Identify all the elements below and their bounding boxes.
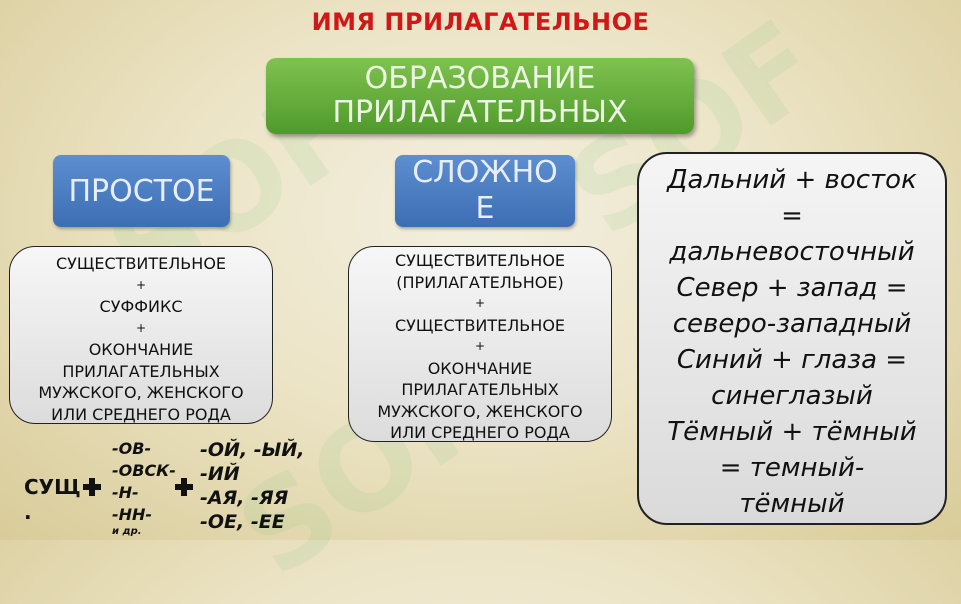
- suffix-item: -ОВСК-: [112, 461, 176, 480]
- rule-line: (ПРИЛАГАТЕЛЬНОЕ): [396, 272, 564, 292]
- header-line-1: ОБРАЗОВАНИЕ: [364, 61, 596, 96]
- rule-line: ИЛИ СРЕДНЕГО РОДА: [390, 423, 570, 442]
- suffix-note: и др.: [112, 526, 142, 537]
- rule-plus: +: [135, 277, 147, 292]
- header-box: ОБРАЗОВАНИЕ ПРИЛАГАТЕЛЬНЫХ: [266, 58, 694, 134]
- ending-item: -АЯ, -ЯЯ: [200, 487, 289, 509]
- example-line: тёмный: [739, 489, 845, 519]
- rule-line: СУЩЕСТВИТЕЛЬНОЕ: [394, 315, 566, 335]
- example-line: синеглазый: [711, 381, 873, 411]
- rule-line: ОКОНЧАНИЕ: [427, 358, 533, 378]
- rule-line: МУЖСКОГО, ЖЕНСКОГО: [377, 401, 583, 421]
- ending-item: -ОЙ, -ЫЙ,: [200, 439, 305, 461]
- complex-rule-box: СУЩЕСТВИТЕЛЬНОЕ (ПРИЛАГАТЕЛЬНОЕ) + СУЩЕС…: [348, 246, 612, 442]
- rule-line: СУФФИКС: [99, 297, 183, 316]
- example-line: северо-западный: [672, 309, 912, 339]
- suffix-item: -ОВ-: [112, 439, 152, 458]
- rule-line: СУЩЕСТВИТЕЛЬНОЕ: [394, 251, 566, 270]
- example-line: Синий + глаза =: [676, 345, 908, 375]
- simple-label: ПРОСТОЕ: [68, 173, 215, 209]
- suffix-item: -НН-: [112, 505, 153, 524]
- plus-icon: [175, 478, 193, 496]
- complex-line-1: СЛОЖНО: [412, 155, 558, 190]
- ending-list: -ОЙ, -ЫЙ, -ИЙ -АЯ, -ЯЯ -ОЕ, -ЕЕ: [200, 438, 304, 534]
- complex-box: СЛОЖНО Е: [395, 155, 575, 227]
- example-line: = темный-: [719, 453, 865, 483]
- page-title: ИМЯ ПРИЛАГАТЕЛЬНОЕ: [311, 8, 650, 36]
- example-line: Дальний + восток: [667, 165, 917, 195]
- formula-noun: СУЩ: [24, 475, 81, 499]
- rule-line: ИЛИ СРЕДНЕГО РОДА: [51, 404, 231, 424]
- suffix-item: -Н-: [112, 483, 139, 502]
- examples-box: Дальний + восток = дальневосточный Север…: [637, 152, 947, 525]
- plus-icon: [83, 478, 101, 496]
- rule-plus: +: [474, 339, 486, 353]
- rule-line: ОКОНЧАНИЕ: [88, 340, 194, 359]
- simple-rule-box: СУЩЕСТВИТЕЛЬНОЕ + СУФФИКС + ОКОНЧАНИЕ ПР…: [9, 246, 273, 424]
- example-line: дальневосточный: [669, 237, 915, 267]
- example-line: Север + запад =: [676, 273, 908, 303]
- rule-line: МУЖСКОГО, ЖЕНСКОГО: [38, 383, 244, 402]
- rule-line: СУЩЕСТВИТЕЛЬНОЕ: [55, 254, 227, 273]
- formula-noun-dot: .: [24, 500, 32, 524]
- example-line: =: [781, 201, 803, 231]
- complex-line-2: Е: [475, 191, 495, 226]
- example-line: Тёмный + тёмный: [667, 417, 917, 447]
- rule-line: ПРИЛАГАТЕЛЬНЫХ: [401, 380, 559, 399]
- suffix-list: -ОВ- -ОВСК- -Н- -НН- и др.: [112, 438, 176, 538]
- ending-item: -ОЕ, -ЕЕ: [200, 511, 285, 533]
- rule-line: ПРИЛАГАТЕЛЬНЫХ: [62, 361, 220, 381]
- simple-box: ПРОСТОЕ: [53, 155, 230, 227]
- ending-item: -ИЙ: [200, 463, 240, 485]
- rule-plus: +: [135, 320, 147, 335]
- header-line-2: ПРИЛАГАТЕЛЬНЫХ: [332, 95, 628, 130]
- rule-plus: +: [474, 296, 486, 310]
